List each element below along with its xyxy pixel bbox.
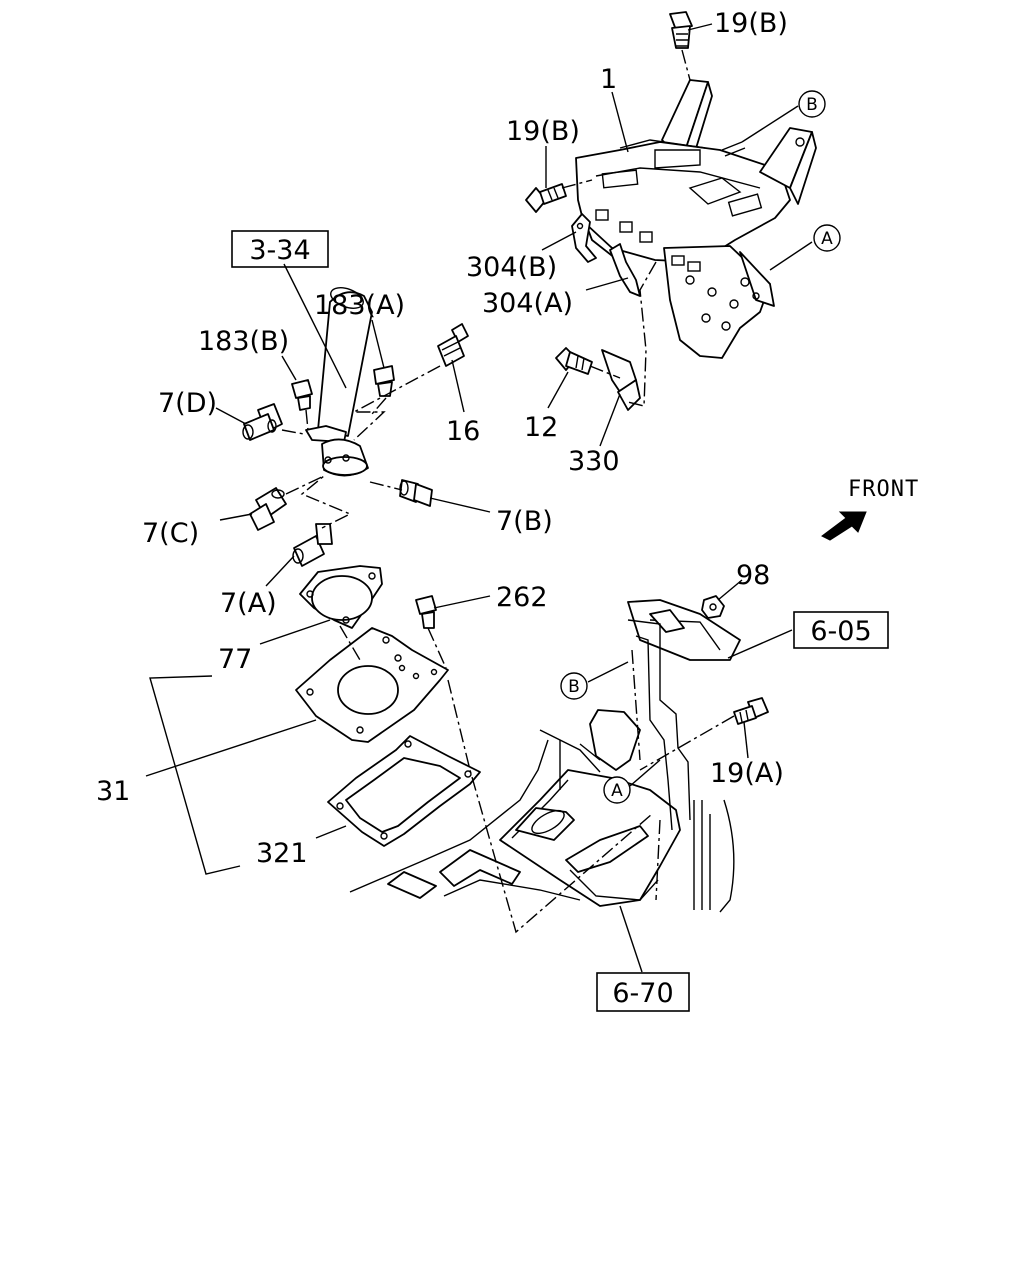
callout-7d: 7(D) — [158, 388, 217, 419]
front-label: FRONT — [848, 477, 919, 502]
callout-7c: 7(C) — [142, 518, 199, 549]
callout-19a: 19(A) — [710, 758, 784, 789]
clip-304b — [571, 213, 597, 263]
callout-12: 12 — [524, 412, 558, 443]
fitting-7b — [399, 479, 433, 507]
floor-panel — [349, 599, 741, 913]
fitting-7c — [249, 487, 287, 531]
ref-marker-b-top: B — [798, 90, 826, 118]
sensor-16 — [437, 323, 469, 367]
callout-1: 1 — [600, 64, 617, 95]
valve-body — [305, 287, 373, 477]
callout-321: 321 — [256, 838, 308, 869]
fitting-7a — [292, 523, 333, 567]
bolt-19b-top — [669, 11, 693, 49]
bolt-183a — [373, 365, 395, 397]
callout-183b: 183(B) — [198, 326, 289, 357]
callout-31: 31 — [96, 776, 130, 807]
ref-box-6-05: 6-05 — [793, 611, 889, 649]
callouts: 19(B) 1 19(B) 304(B) 304(A) 183(A) 183(B… — [96, 8, 788, 869]
bolt-12 — [555, 347, 593, 375]
leader-lines — [145, 23, 813, 973]
bolt-19a — [733, 697, 769, 725]
svg-text:6-05: 6-05 — [810, 616, 871, 647]
ref-box-6-70: 6-70 — [596, 972, 690, 1012]
svg-text:B: B — [568, 677, 580, 697]
alignment-lines — [281, 49, 735, 934]
callout-7b: 7(B) — [496, 506, 553, 537]
callout-330: 330 — [568, 446, 620, 477]
callout-19b-left: 19(B) — [506, 116, 580, 147]
svg-text:A: A — [821, 229, 833, 249]
bolt-262 — [415, 595, 437, 629]
plate-31 — [295, 627, 449, 743]
callout-304a: 304(A) — [482, 288, 573, 319]
bracket-part-1 — [575, 79, 817, 359]
nut-98 — [701, 595, 725, 619]
callout-262: 262 — [496, 582, 548, 613]
svg-text:B: B — [806, 95, 818, 115]
gasket-77 — [299, 565, 383, 629]
callout-7a: 7(A) — [220, 588, 277, 619]
callout-19b-top: 19(B) — [714, 8, 788, 39]
callout-98: 98 — [736, 560, 770, 591]
svg-text:3-34: 3-34 — [249, 235, 310, 266]
callout-16: 16 — [446, 416, 480, 447]
svg-text:6-70: 6-70 — [612, 978, 673, 1009]
bolt-183b — [291, 379, 313, 411]
svg-text:A: A — [611, 781, 623, 801]
gasket-321 — [327, 735, 481, 847]
ref-marker-a-top: A — [813, 224, 841, 252]
front-arrow: FRONT — [821, 477, 919, 541]
ref-marker-b-bottom: B — [560, 672, 588, 700]
ref-marker-a-bottom: A — [603, 776, 631, 804]
clip-304a — [609, 243, 641, 297]
callout-77: 77 — [218, 644, 252, 675]
ref-box-3-34: 3-34 — [231, 230, 329, 268]
bolt-19b-left — [525, 183, 567, 213]
fitting-7d — [242, 403, 283, 441]
plate-330 — [601, 349, 641, 411]
callout-183a: 183(A) — [314, 290, 405, 321]
callout-304b: 304(B) — [466, 252, 557, 283]
